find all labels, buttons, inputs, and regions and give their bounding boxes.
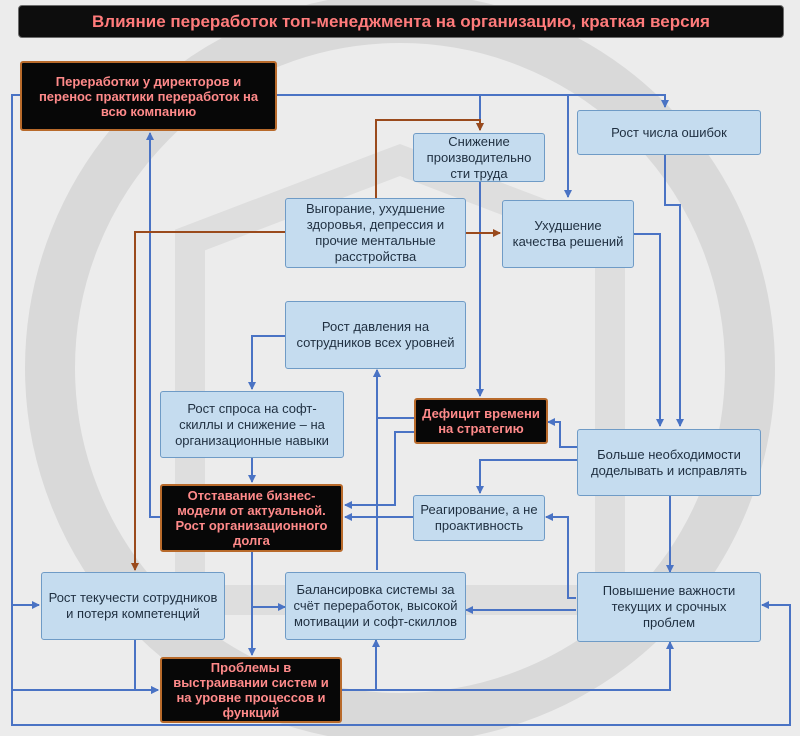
node-staff-turnover: Рост текучести сотрудников и потеря комп… — [41, 572, 225, 640]
node-system-balancing: Балансировка системы за счёт переработок… — [285, 572, 466, 640]
edge-fixing-to-reactive — [476, 459, 577, 494]
node-pressure-growth: Рост давления на сотрудников всех уровне… — [285, 301, 466, 369]
node-error-growth: Рост числа ошибок — [577, 110, 761, 155]
edge-problems-to-balancing — [342, 639, 380, 691]
node-productivity-decline: Снижение производительно сти труда — [413, 133, 545, 182]
diagram-title: Влияние переработок топ-менеджмента на о… — [18, 5, 784, 38]
node-business-model-lag: Отставание бизнес-модели от актуальной. … — [160, 484, 343, 552]
edge-burnout-to-turnover — [131, 231, 285, 571]
edge-overwork-to-errors — [277, 94, 669, 108]
edge-overwork-to-decisions — [277, 94, 572, 198]
edge-overwork-to-productivity — [277, 94, 484, 131]
edge-lag-to-overwork — [146, 132, 160, 518]
edge-deficit-to-lag — [344, 431, 414, 509]
edge-importance-to-reactive — [545, 513, 576, 599]
edge-problems-to-importance — [342, 641, 674, 691]
node-strategy-time-deficit: Дефицит времени на стратегию — [414, 398, 548, 444]
edge-turnover-to-problems — [134, 640, 159, 694]
node-reactivity: Реагирование, а не проактивность — [413, 495, 545, 541]
node-urgent-issues-importance: Повышение важности текущих и срочных про… — [577, 572, 761, 642]
node-more-fixing: Больше необходимости доделывать и исправ… — [577, 429, 761, 496]
edge-burnout-to-productivity — [375, 119, 484, 198]
node-softskills-demand: Рост спроса на софт-скиллы и снижение – … — [160, 391, 344, 458]
node-decision-quality: Ухудшение качества решений — [502, 200, 634, 268]
edge-overwork-to-turnover — [11, 94, 40, 609]
edge-errors-to-more-fixing — [664, 155, 684, 427]
node-system-building-problems: Проблемы в выстраивании систем и на уров… — [160, 657, 342, 723]
node-executive-overwork: Переработки у директоров и перенос практ… — [20, 61, 277, 131]
edge-deficit-to-pressure — [373, 369, 414, 419]
node-burnout: Выгорание, ухудшение здоровья, депрессия… — [285, 198, 466, 268]
edge-bottom-bus — [11, 601, 791, 726]
edge-decisions-to-more-fixing — [634, 233, 664, 427]
edge-fixing-to-deficit — [547, 418, 577, 448]
edge-pressure-to-softskills — [248, 335, 285, 390]
edge-lag-to-balancing — [251, 552, 286, 611]
